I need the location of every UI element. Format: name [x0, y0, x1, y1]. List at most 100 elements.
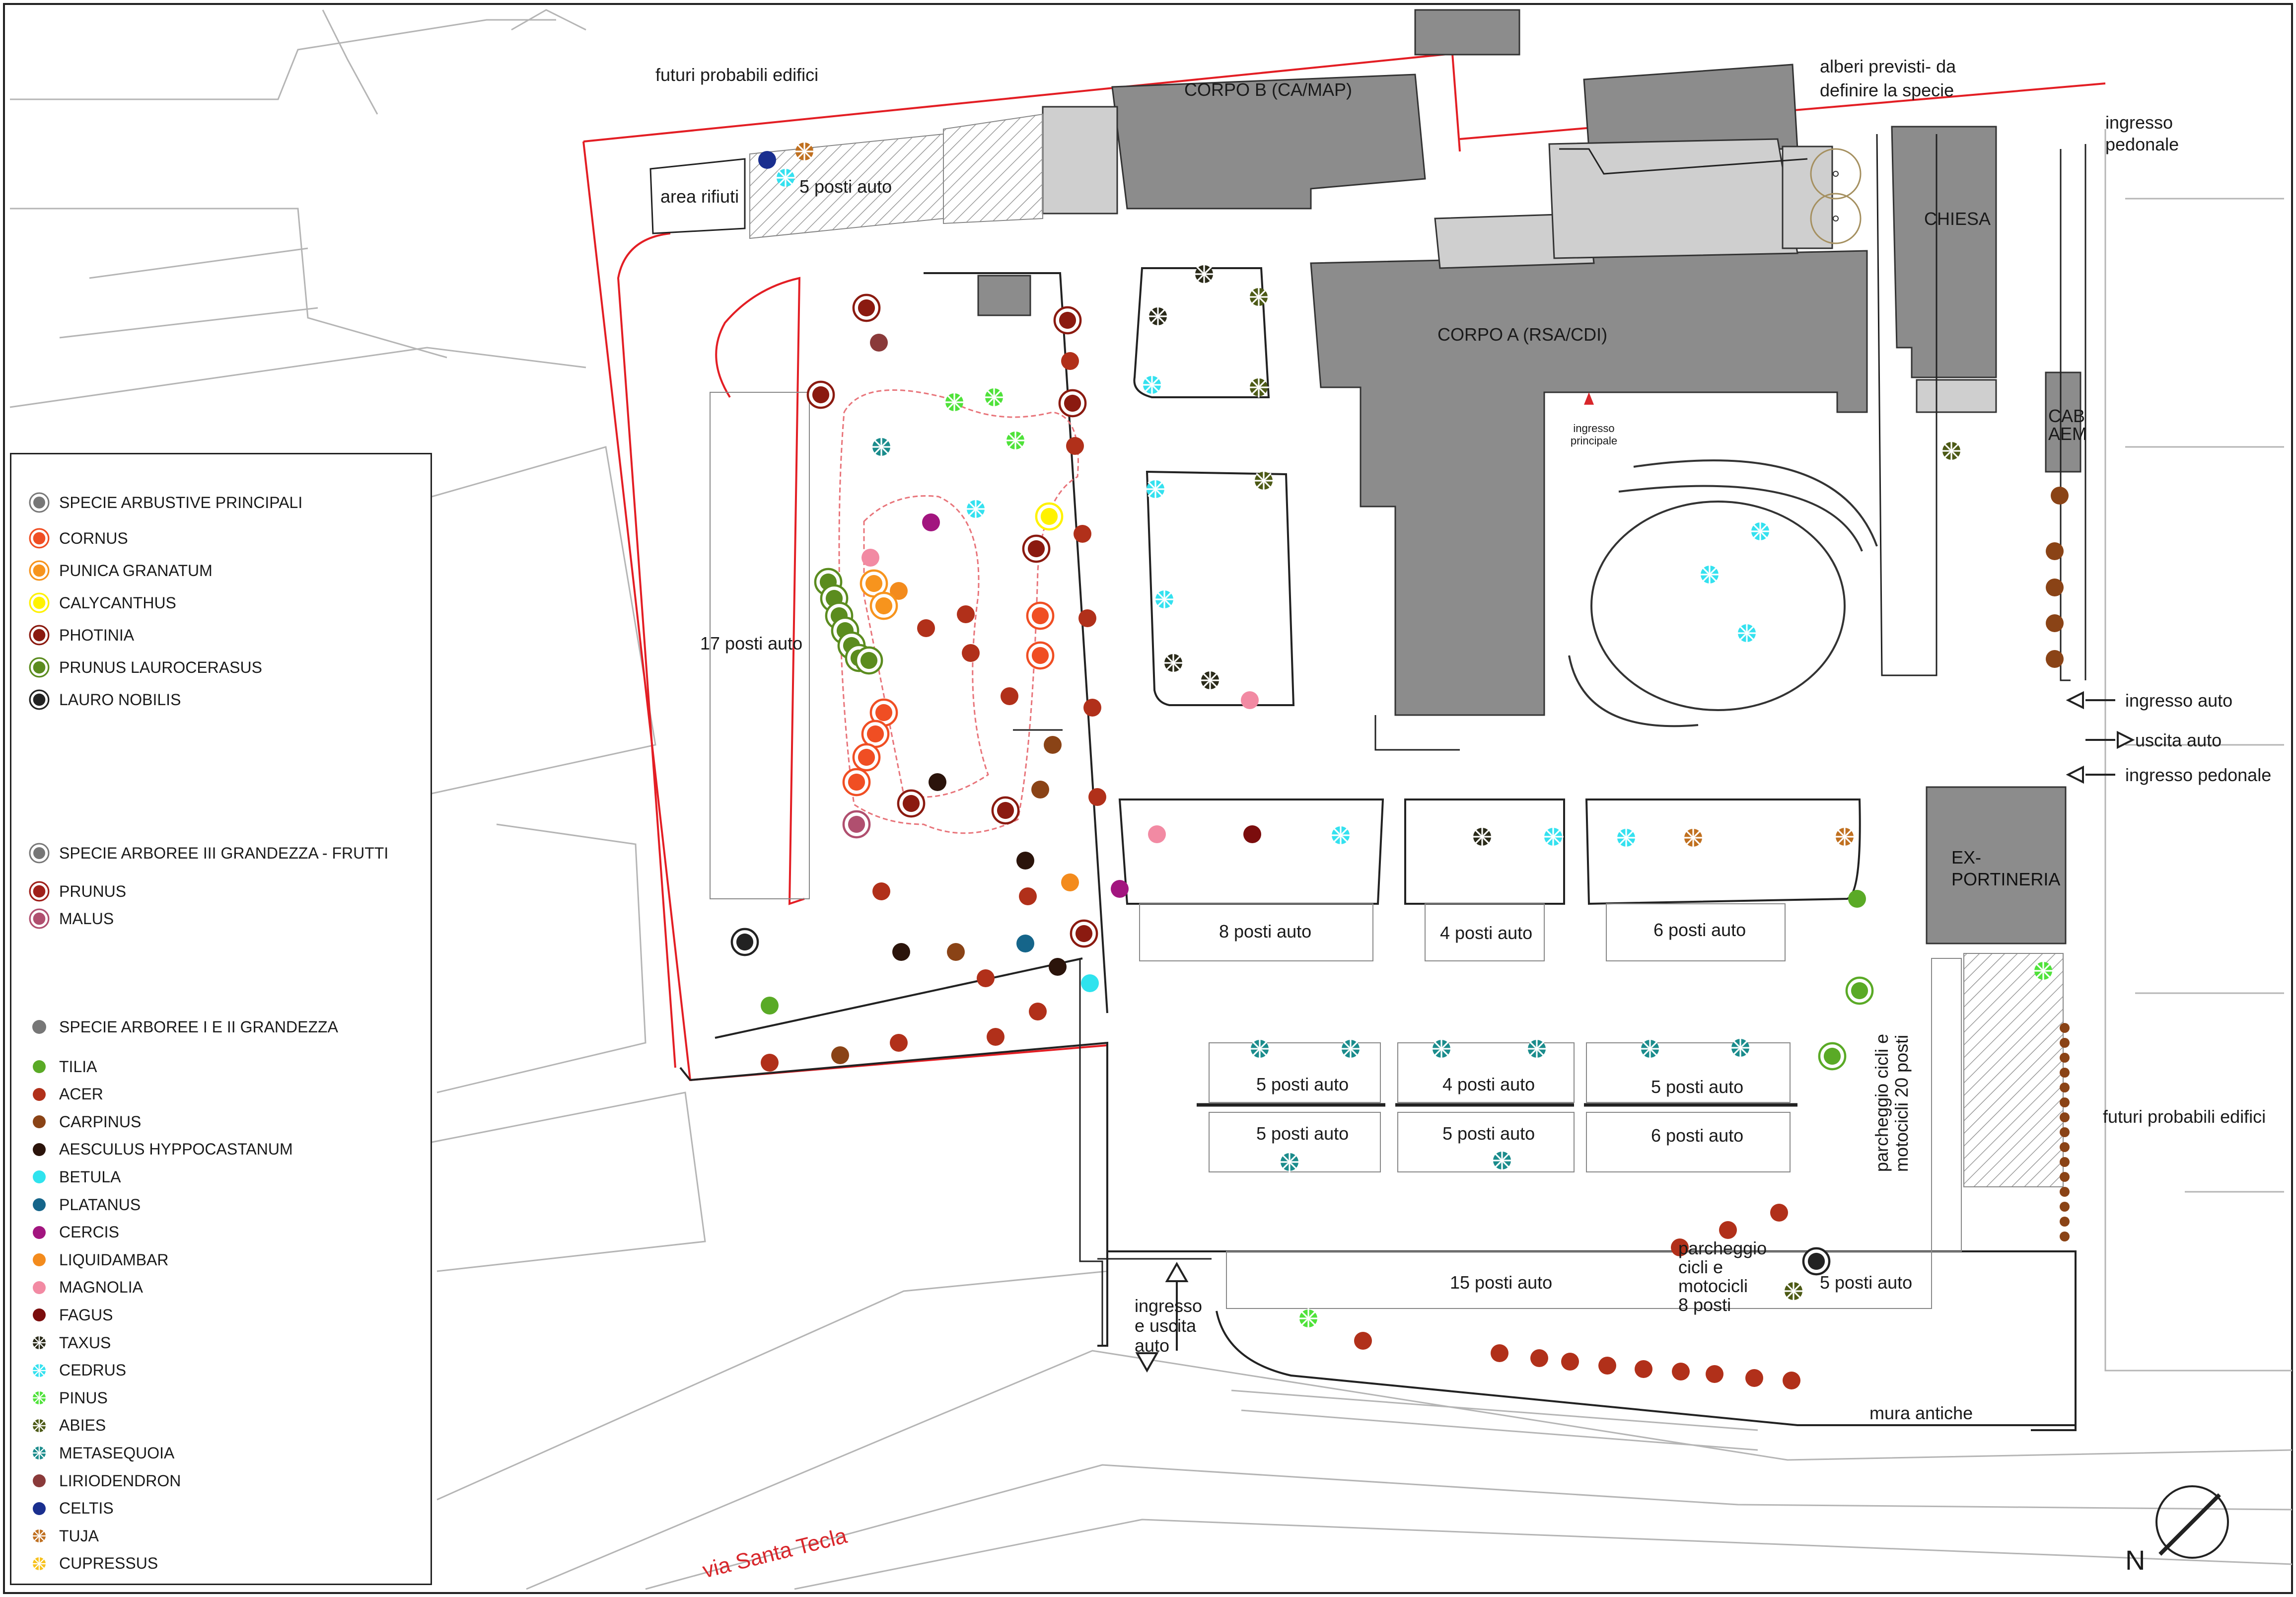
legend-label: TUJA — [59, 1526, 99, 1545]
label-posti-6a: 6 posti auto — [1653, 920, 1746, 940]
plant-cedrus-90 — [1616, 827, 1637, 848]
heading-grey-icon — [29, 843, 50, 864]
plant-carpinus-81 — [2046, 542, 2064, 560]
road-arrows — [1135, 691, 2135, 1373]
plant-acer-105 — [1770, 1204, 1788, 1222]
plant-carpinus-29 — [1044, 736, 1062, 754]
tuja-icon — [32, 1528, 47, 1544]
plant-cedrus-78 — [1736, 623, 1757, 644]
label-futuri-top: futuri probabili edifici — [655, 65, 819, 85]
plant-abies-109 — [1783, 1281, 1804, 1302]
misc-lines — [1013, 134, 2086, 1346]
plant-carpinus-135 — [2060, 1187, 2070, 1197]
label-ingresso-auto: ingresso auto — [2125, 690, 2233, 711]
plant-lauro-57 — [730, 928, 759, 956]
legend-label: MAGNOLIA — [59, 1278, 143, 1297]
plant-taxus-66 — [1148, 306, 1168, 327]
plant-liriodendron-1 — [870, 334, 888, 352]
label-posti-5c: 5 posti auto — [1256, 1123, 1349, 1144]
ingresso-principale-marker — [1584, 392, 1594, 405]
legend-label: CERCIS — [59, 1223, 119, 1241]
legend-item: LAURO NOBILIS — [28, 687, 181, 712]
taxus-icon — [32, 1335, 47, 1350]
plant-liquidambar-41 — [1061, 873, 1079, 891]
plant-photinia-4 — [1058, 389, 1087, 418]
legend-label: CELTIS — [59, 1499, 114, 1518]
plant-acer-6 — [1074, 525, 1091, 543]
plant-tilia-56 — [761, 997, 779, 1015]
plant-tilia-103 — [1818, 1042, 1847, 1071]
carpinus-icon — [33, 1115, 46, 1129]
plant-acer-112 — [1491, 1344, 1508, 1362]
cornus-icon — [29, 528, 50, 549]
label-parcheggio-8: parcheggio cicli e motocicli 8 posti — [1678, 1238, 1767, 1315]
legend-label: LIRIODENDRON — [59, 1471, 181, 1490]
plant-carpinus-124 — [2060, 1023, 2070, 1033]
plant-pinus-11 — [944, 392, 965, 413]
plant-acer-8 — [1083, 699, 1101, 717]
plant-acer-45 — [872, 882, 890, 900]
plant-cornus-32 — [861, 720, 890, 748]
label-north: N — [2125, 1544, 2146, 1576]
plant-prunus_laurocerasus-64 — [855, 646, 883, 675]
liriodendron-icon — [33, 1474, 46, 1487]
legend-label: SPECIE ARBOREE III GRANDEZZA - FRUTTI — [59, 844, 389, 862]
label-futuri-right: futuri probabili edifici — [2103, 1106, 2266, 1127]
legend-item: PRUNUS — [28, 879, 126, 904]
label-posti-4b: 4 posti auto — [1442, 1074, 1535, 1094]
plant-photinia-18 — [1022, 534, 1051, 563]
plant-carpinus-129 — [2060, 1097, 2070, 1107]
plant-photinia-36 — [897, 789, 926, 818]
plant-tuja-92 — [1834, 826, 1855, 847]
label-corpo-b: CORPO B (CA/MAP) — [1184, 79, 1353, 100]
legend-item: PLATANUS — [28, 1192, 141, 1217]
legend-item: MAGNOLIA — [28, 1275, 143, 1300]
plant-aesculus-49 — [1049, 958, 1067, 976]
legend-item: TUJA — [28, 1524, 99, 1548]
legend-heading: SPECIE ARBOREE III GRANDEZZA - FRUTTI — [28, 841, 388, 866]
plant-cornus-27 — [1026, 641, 1055, 670]
plant-acer-3 — [1061, 352, 1079, 370]
plant-acer-116 — [1635, 1360, 1652, 1378]
legend-item: CUPRESSUS — [28, 1551, 158, 1576]
label-posti-4a: 4 posti auto — [1440, 923, 1533, 943]
plant-photinia-0 — [852, 293, 881, 322]
label-corpo-a: CORPO A (RSA/CDI) — [1437, 324, 1608, 345]
label-ingresso-principale: ingresso principale — [1570, 422, 1618, 447]
abies-icon — [32, 1418, 47, 1433]
plant-calycanthus-17 — [1035, 502, 1064, 531]
plant-acer-9 — [1088, 788, 1106, 806]
aesculus-icon — [33, 1143, 46, 1156]
cadastral-context — [9, 9, 2293, 1590]
metasequoia-icon — [32, 1446, 47, 1461]
label-posti-5a: 5 posti auto — [1256, 1074, 1349, 1094]
plant-carpinus-126 — [2060, 1053, 2070, 1063]
plant-abies-79 — [1941, 440, 1962, 461]
legend-item: METASEQUOIA — [28, 1441, 174, 1465]
label-parcheggio-20: parcheggio cicli e motocicli 20 posti — [1871, 1033, 1912, 1172]
plant-cornus-33 — [852, 743, 881, 772]
plant-acer-25 — [962, 644, 980, 662]
plant-carpinus-134 — [2060, 1172, 2070, 1182]
legend-item: LIQUIDAMBAR — [28, 1247, 168, 1272]
plant-photinia-37 — [991, 796, 1020, 825]
legend-item: CEDRUS — [28, 1358, 126, 1383]
plant-taxus-65 — [1194, 264, 1215, 285]
plant-acer-107 — [1671, 1238, 1689, 1256]
plant-acer-23 — [917, 619, 935, 637]
fagus-icon — [33, 1308, 46, 1322]
legend-item: PRUNUS LAUROCERASUS — [28, 655, 262, 680]
plant-betula-50 — [1081, 974, 1099, 992]
prunus_laurocerasus-icon — [29, 657, 50, 678]
label-posti-5e: 5 posti auto — [1820, 1272, 1913, 1293]
plant-acer-117 — [1672, 1363, 1690, 1380]
label-posti-5b: 5 posti auto — [1651, 1077, 1744, 1097]
cedrus-icon — [32, 1363, 47, 1378]
plant-photinia-2 — [1053, 306, 1082, 335]
plant-cornus-26 — [1026, 601, 1055, 630]
label-ingresso-pedonale-top: ingresso pedonale — [2105, 112, 2179, 154]
calycanthus-icon — [29, 592, 50, 613]
plant-carpinus-130 — [2060, 1112, 2070, 1122]
legend-item: AESCULUS HYPPOCASTANUM — [28, 1137, 293, 1162]
